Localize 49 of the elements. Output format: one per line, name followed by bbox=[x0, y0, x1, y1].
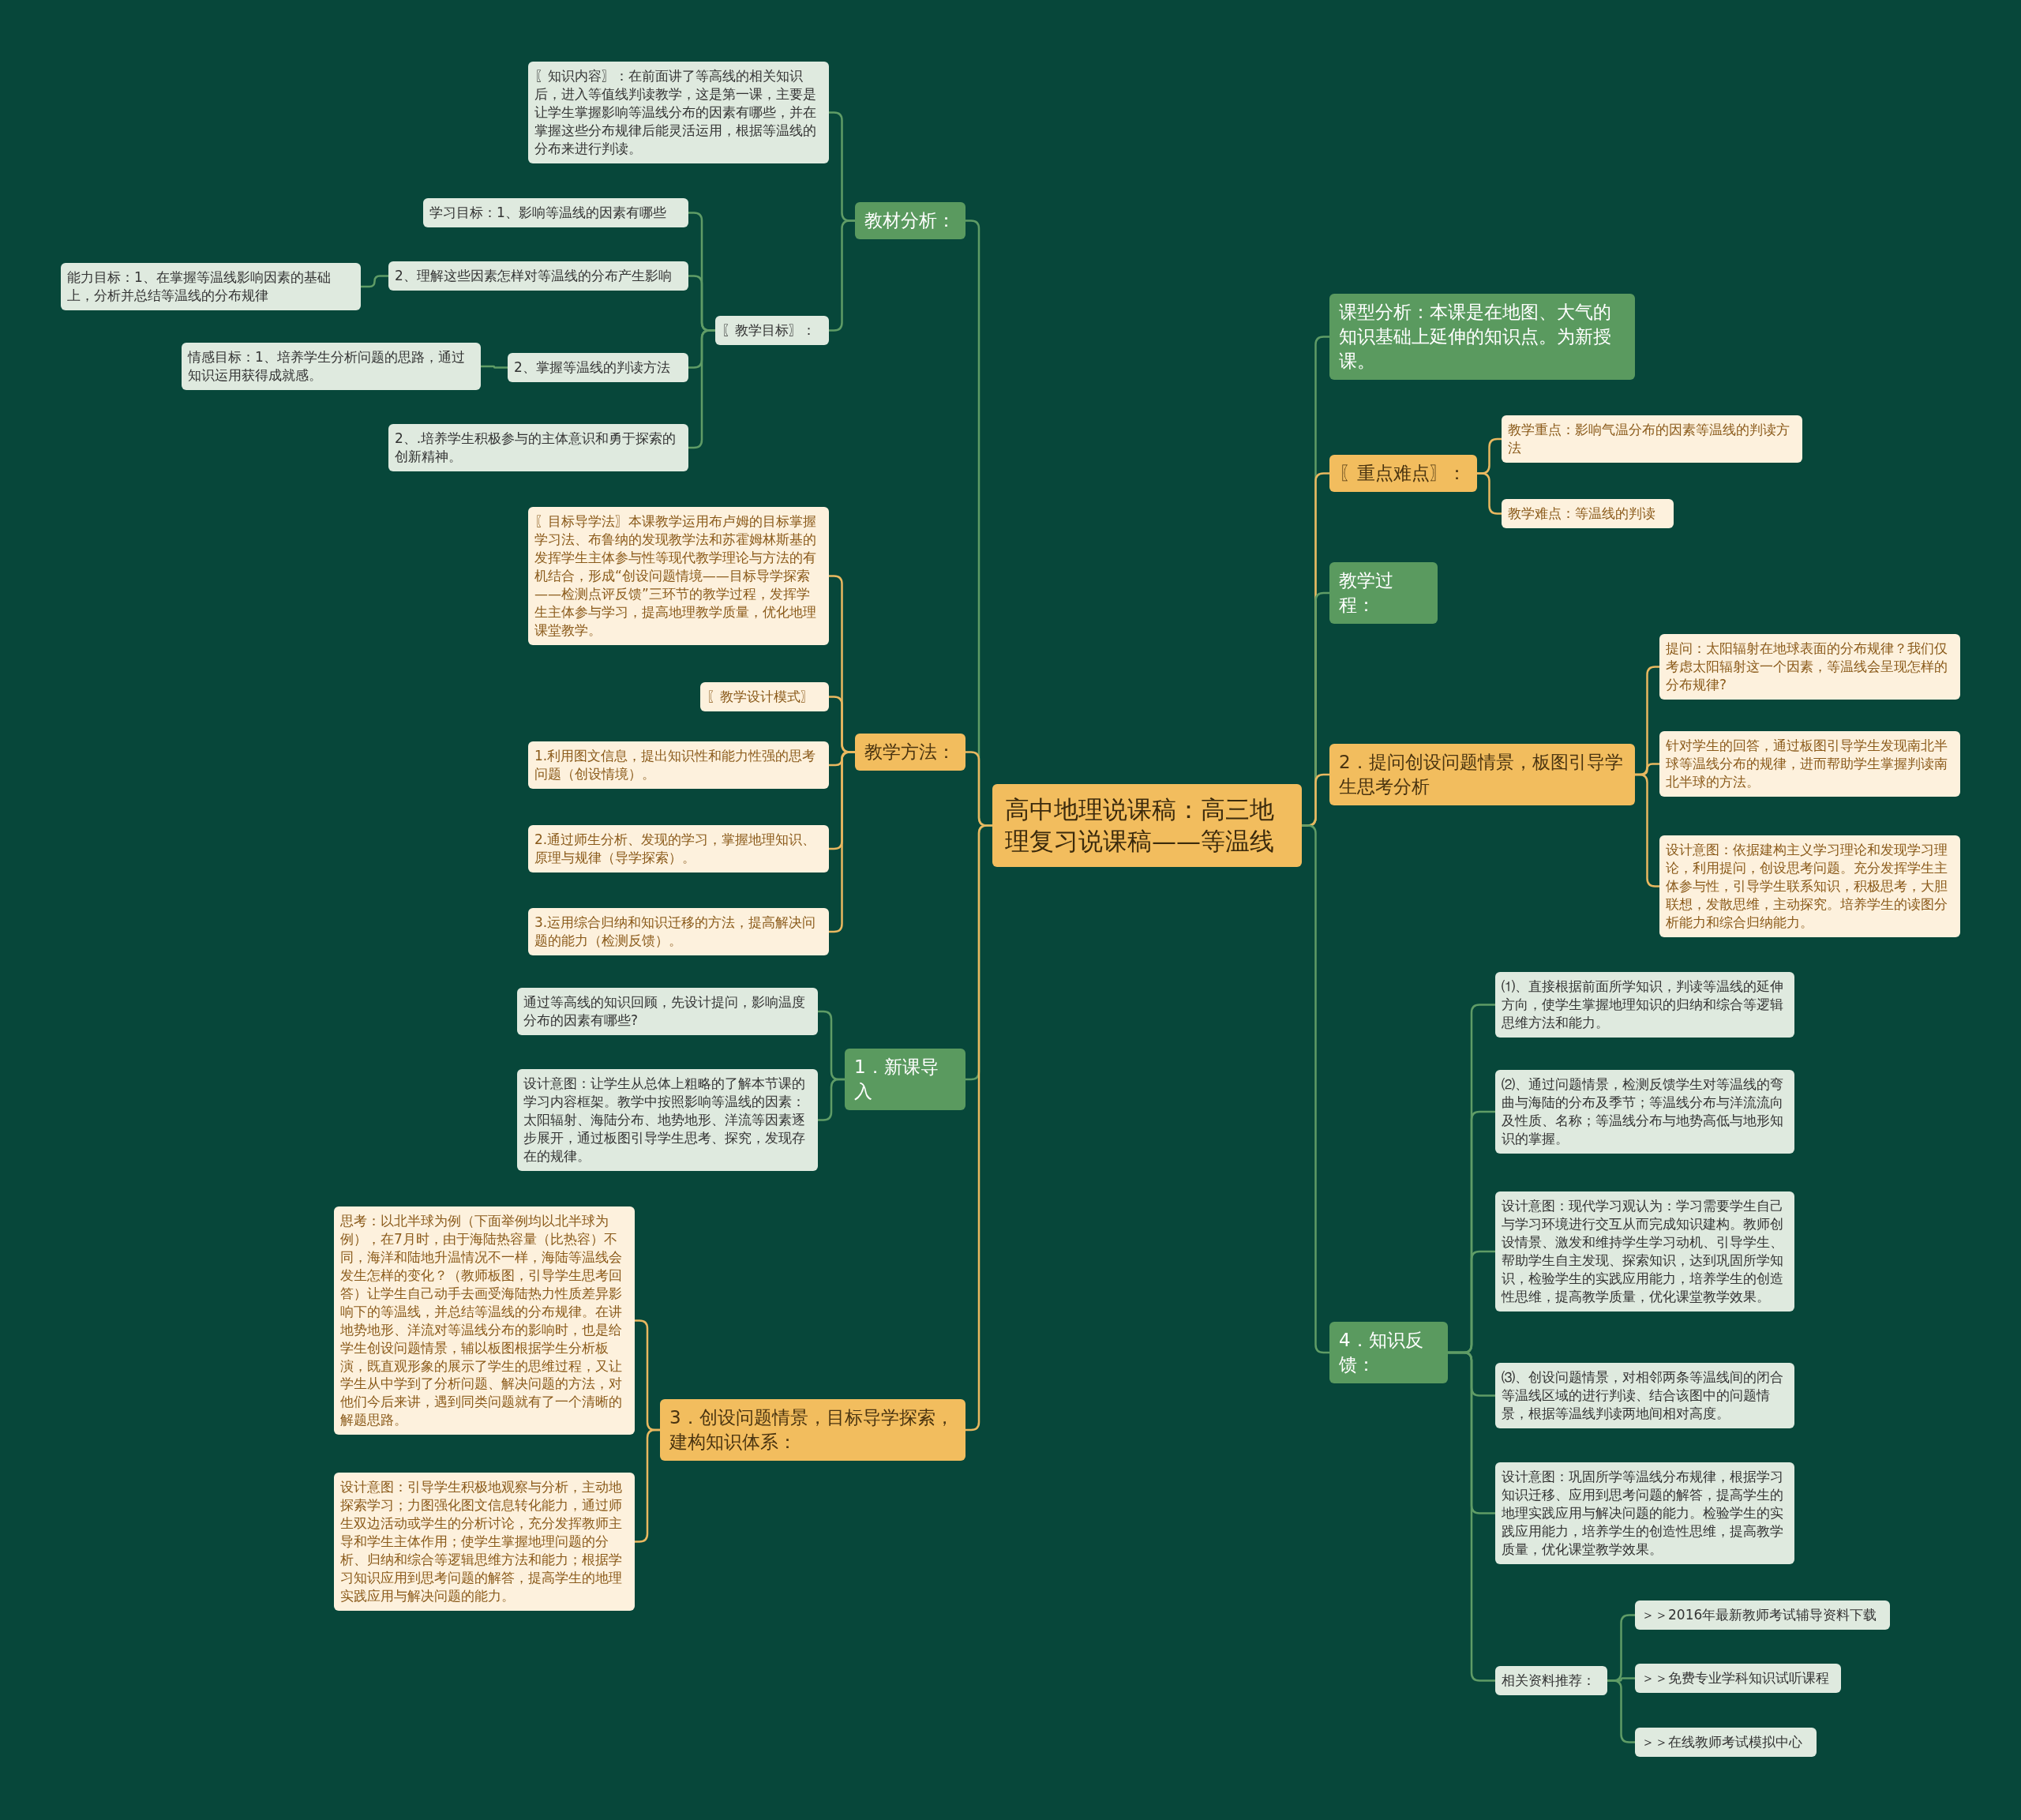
connector bbox=[829, 220, 855, 332]
subtopic-card: 情感目标：1、培养学生分析问题的思路，通过知识运用获得成就感。 bbox=[182, 343, 481, 390]
branch-topic: 1．新课导入 bbox=[845, 1049, 966, 1111]
subtopic-card: ⑴、直接根据前面所学知识，判读等温线的延伸方向，使学生掌握地理知识的归纳和综合等逻辑思维方法和能力。 bbox=[1495, 972, 1794, 1038]
subtopic-card: 教学重点：影响气温分布的因素等温线的判读方法 bbox=[1502, 415, 1802, 463]
connector bbox=[1477, 472, 1502, 515]
branch-topic: 3．创设问题情景，目标导学探索，建构知识体系： bbox=[660, 1399, 966, 1462]
subtopic-card: 设计意图：依据建构主义学习理论和发现学习理论，利用提问，创设思考问题。充分发挥学生主体参与性，引导学生联系知识，积极思考，大胆联想，发散思维，主动探究。培养学生的读图分析能力和综合归纳能力。 bbox=[1659, 835, 1960, 937]
subtopic-card: ＞＞免费专业学科知识试听课程 bbox=[1635, 1664, 1841, 1693]
subtopic-card: 能力目标：1、在掌握等温线影响因素的基础上，分析并总结等温线的分布规律 bbox=[61, 263, 361, 310]
subtopic-card: 2.通过师生分析、发现的学习，掌握地理知识、原理与规律（导学探索）。 bbox=[528, 825, 829, 872]
branch-topic: 4．知识反馈： bbox=[1329, 1322, 1448, 1384]
subtopic-card: 〖教学目标〗： bbox=[715, 316, 829, 345]
subtopic-card: 3.运用综合归纳和知识迁移的方法，提高解决问题的能力（检测反馈）。 bbox=[528, 908, 829, 955]
branch-topic: 2．提问创设问题情景，板图引导学生思考分析 bbox=[1329, 744, 1635, 806]
subtopic-card: ⑵、通过问题情景，检测反馈学生对等温线的弯曲与海陆的分布及季节；等温线分布与洋流流向及性质、名称；等温线分布与地势高低与地形知识的掌握。 bbox=[1495, 1070, 1794, 1154]
subtopic-card: 设计意图：引导学生积极地观察与分析，主动地探索学习；力图强化图文信息转化能力，通过师生双边活动或学生的分析讨论，充分发挥教师主导和学生主体作用；使学生掌握地理问题的分析、归纳和综合等逻辑思维方法和能力；根据学习知识应用到思考问题的解答，提高学生的地理实践应用与解决问题的能力。 bbox=[334, 1473, 635, 1611]
branch-topic: 教学过程： bbox=[1329, 562, 1438, 625]
subtopic-card: 教学难点：等温线的判读 bbox=[1502, 499, 1674, 528]
subtopic-card: 〖教学设计模式〗 bbox=[700, 682, 829, 711]
subtopic-card: ＞＞2016年最新教师考试辅导资料下载 bbox=[1635, 1600, 1890, 1630]
connector bbox=[481, 365, 508, 369]
connector bbox=[361, 275, 388, 288]
subtopic-card: 2、.培养学生积极参与的主体意识和勇于探索的创新精神。 bbox=[388, 424, 688, 471]
central-topic: 高中地理说课稿：高三地理复习说课稿——等温线 bbox=[992, 784, 1302, 867]
connector bbox=[1448, 1351, 1495, 1682]
subtopic-card: 〖知识内容〗：在前面讲了等高线的相关知识后，进入等值线判读教学，这是第一课，主要是让学生掌握影响等温线分布的因素有哪些，并在掌握这些分布规律后能灵活运用，根据等温线的分布来进行判读。 bbox=[528, 62, 829, 163]
subtopic-card: 〖目标导学法〗本课教学运用布卢姆的目标掌握学习法、布鲁纳的发现教学法和苏霍姆林斯基的发挥学生主体参与性等现代教学理论与方法的有机结合，形成“创设问题情境——目标导学探索——检测点评反馈”三环节的教学过程，发挥学生主体参与学习，提高地理教学质量，优化地理课堂教学。 bbox=[528, 507, 829, 645]
subtopic-card: 思考：以北半球为例（下面举例均以北半球为例），在7月时，由于海陆热容量（比热容）不同，海洋和陆地升温情况不一样，海陆等温线会发生怎样的变化？（教师板图，引导学生思考回答）让学生自己动手去画受海陆热力性质差异影响下的等温线，并总结等温线的分布规律。在讲地势地形、洋流对等温线分布的影响时，也是给学生创设问题情景，辅以板图根据学生分析板演，既直观形象的展示了学生的思维过程，又让学生从中学到了分析问题、解决问题的方法，对他们今后来讲，遇到同类问题就有了一个清晰的解题思路。 bbox=[334, 1206, 635, 1435]
subtopic-card: ＞＞在线教师考试模拟中心 bbox=[1635, 1728, 1817, 1757]
subtopic-card: 设计意图：现代学习观认为：学习需要学生自己与学习环境进行交互从而完成知识建构。教师创设情景、激发和维持学生学习动机、引导学生、帮助学生自主发现、探索知识，达到巩固所学知识，检验学生的实践应用能力，培养学生的创造性思维，提高教学质量，优化课堂教学效果。 bbox=[1495, 1191, 1794, 1312]
subtopic-card: 设计意图：让学生从总体上粗略的了解本节课的学习内容框架。教学中按照影响等温线的因素：太阳辐射、海陆分布、地势地形、洋流等因素逐步展开，通过板图引导学生思考、探究，发现存在的规律。 bbox=[517, 1069, 818, 1171]
subtopic-card: 2、掌握等温线的判读方法 bbox=[508, 353, 688, 382]
subtopic-card: 1.利用图文信息，提出知识性和能力性强的思考问题（创设情境）。 bbox=[528, 741, 829, 789]
connector bbox=[635, 1428, 660, 1543]
connector bbox=[1607, 1679, 1635, 1743]
subtopic-card: ⑶、创设问题情景，对相邻两条等温线间的闭合等温线区域的进行判读、结合该图中的问题情景，根据等温线判读两地间相对高度。 bbox=[1495, 1363, 1794, 1428]
branch-topic: 〖重点难点〗： bbox=[1329, 455, 1477, 493]
branch-topic: 教材分析： bbox=[855, 202, 966, 240]
subtopic-card: 通过等高线的知识回顾，先设计提问，影响温度分布的因素有哪些? bbox=[517, 988, 818, 1035]
branch-topic: 教学方法： bbox=[855, 734, 966, 771]
subtopic-card: 提问：太阳辐射在地球表面的分布规律？我们仅考虑太阳辐射这一个因素，等温线会呈现怎样的分布规律? bbox=[1659, 634, 1960, 700]
subtopic-card: 设计意图：巩固所学等温线分布规律，根据学习知识迁移、应用到思考问题的解答，提高学生的地理实践应用与解决问题的能力。检验学生的实践应用能力，培养学生的创造性思维，提高教学质量，优化课堂教学效果。 bbox=[1495, 1462, 1794, 1564]
connector bbox=[829, 751, 855, 933]
branch-topic: 课型分析：本课是在地图、大气的知识基础上延伸的知识点。为新授课。 bbox=[1329, 294, 1635, 381]
subtopic-card: 相关资料推荐： bbox=[1495, 1666, 1607, 1695]
subtopic-card: 学习目标：1、影响等温线的因素有哪些 bbox=[423, 198, 688, 227]
subtopic-card: 针对学生的回答，通过板图引导学生发现南北半球等温线分布的规律，进而帮助学生掌握判读南北半球的方法。 bbox=[1659, 731, 1960, 797]
subtopic-card: 2、理解这些因素怎样对等温线的分布产生影响 bbox=[388, 261, 688, 291]
